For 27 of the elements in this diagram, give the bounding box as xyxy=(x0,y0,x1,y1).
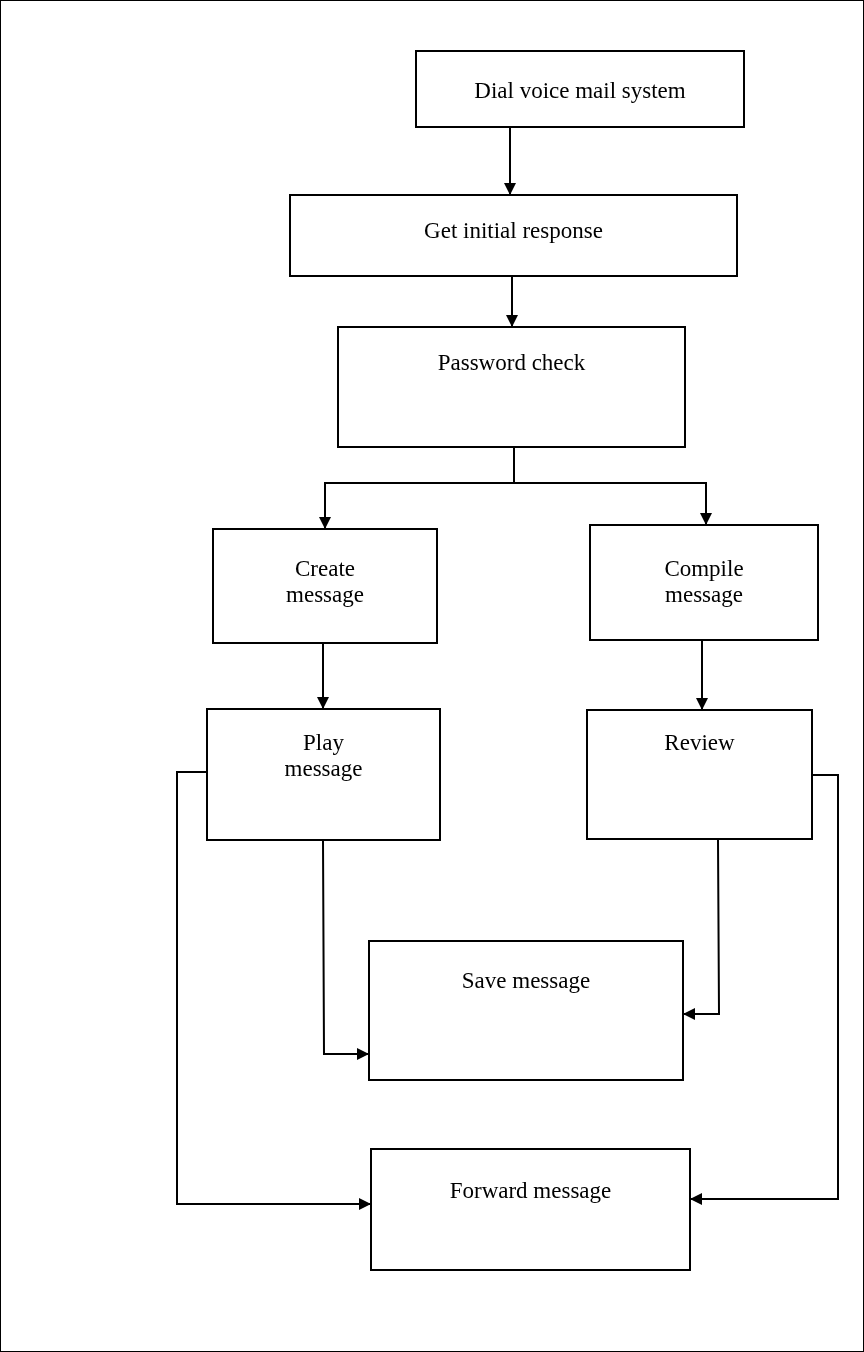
box-label: Compile message xyxy=(663,556,745,609)
process-box xyxy=(212,528,438,644)
arrow xyxy=(317,643,329,709)
arrow xyxy=(696,640,708,710)
process-box xyxy=(589,524,819,641)
process-box xyxy=(586,709,813,840)
box-label: Dial voice mail system xyxy=(474,78,686,105)
process-box xyxy=(368,940,684,1081)
box-label: Get initial response xyxy=(424,218,603,245)
process-box xyxy=(370,1148,691,1271)
box-label: Review xyxy=(664,730,735,757)
box-label: Play message xyxy=(283,730,364,783)
arrow xyxy=(513,447,712,525)
arrow xyxy=(504,127,516,195)
box-label: Save message xyxy=(461,968,591,995)
process-box xyxy=(415,50,745,128)
box-label: Create message xyxy=(285,556,365,609)
box-label: Forward message xyxy=(449,1178,612,1205)
process-box xyxy=(206,708,441,841)
arrow xyxy=(690,774,839,1205)
process-box xyxy=(289,194,738,277)
process-box xyxy=(337,326,686,448)
arrow xyxy=(683,839,720,1020)
arrow xyxy=(176,771,371,1210)
arrow xyxy=(322,840,369,1060)
arrow xyxy=(506,276,518,327)
box-label: Password check xyxy=(437,350,586,377)
